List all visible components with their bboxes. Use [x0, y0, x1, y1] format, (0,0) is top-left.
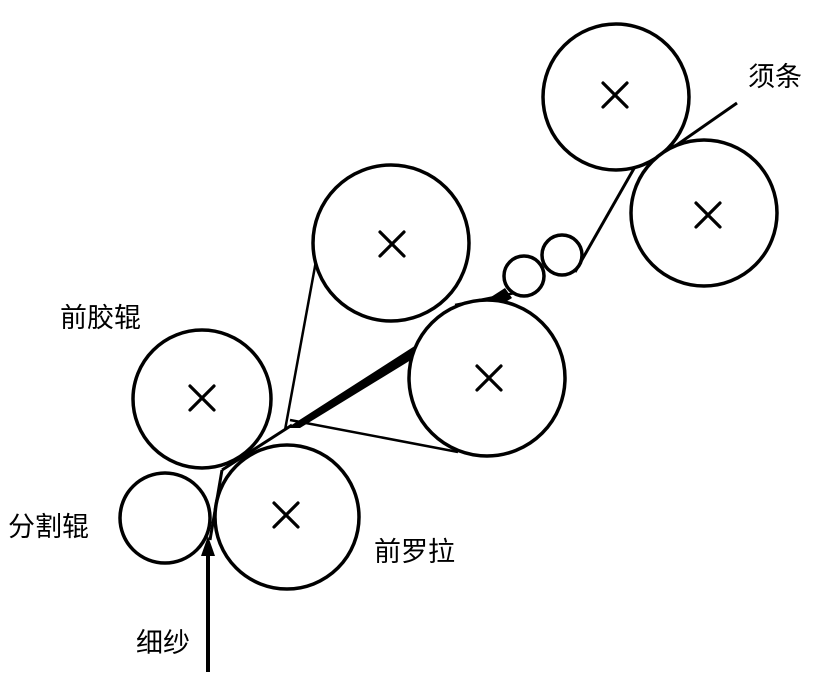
label-front-apron-roller: 前胶辊	[60, 303, 141, 334]
label-yarn: 细纱	[136, 628, 190, 659]
x-mark-icon	[272, 501, 300, 529]
strand-to-nip	[221, 423, 293, 472]
splitting-roller	[118, 471, 212, 565]
label-sliver: 须条	[748, 62, 802, 93]
label-splitting-roller: 分割辊	[8, 512, 89, 543]
guide-roller-lower	[502, 254, 546, 298]
rollers	[118, 22, 779, 591]
x-mark-icon	[601, 81, 629, 109]
guide-roller-upper	[540, 233, 584, 277]
yarn-output	[201, 536, 215, 672]
apron-line-lower	[289, 418, 459, 454]
center-marks	[188, 81, 722, 529]
yarn-arrow-icon	[201, 536, 215, 556]
x-mark-icon	[378, 230, 406, 258]
x-mark-icon	[694, 201, 722, 229]
sliver-guide-line	[573, 164, 638, 273]
label-front-roller: 前罗拉	[374, 537, 455, 568]
apron-line-upper	[283, 249, 320, 431]
x-mark-icon	[475, 364, 503, 392]
x-mark-icon	[188, 384, 216, 412]
